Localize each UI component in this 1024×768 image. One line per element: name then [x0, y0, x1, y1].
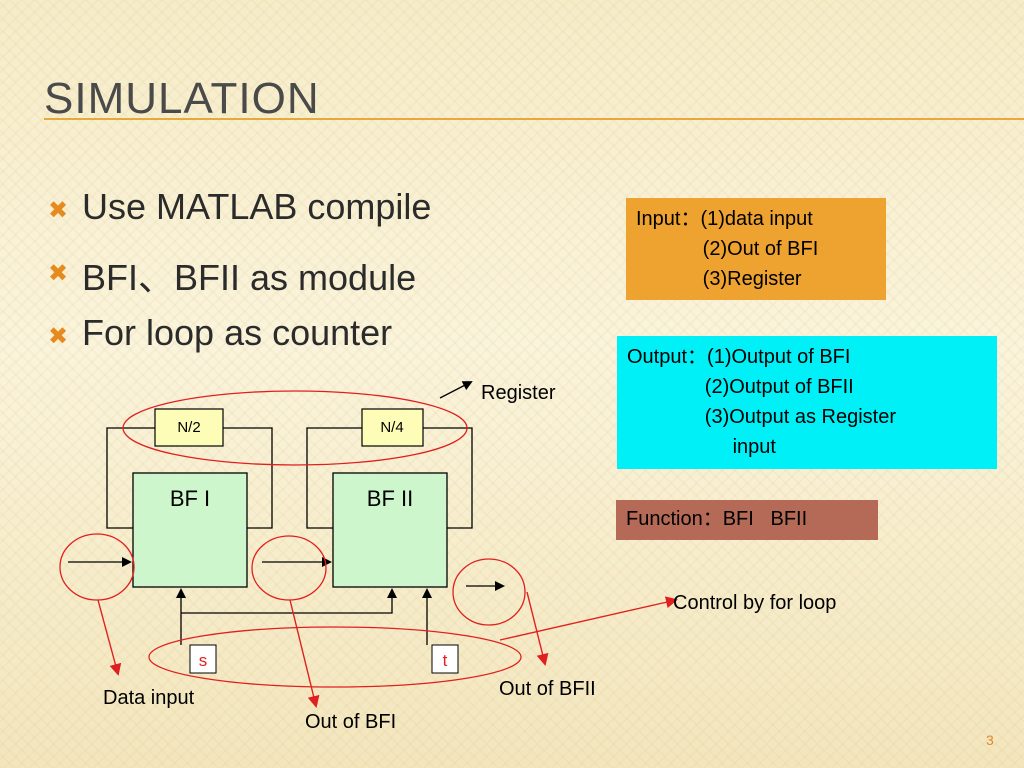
register-n2-label: N/2 — [177, 419, 200, 436]
register-n4-label: N/4 — [380, 419, 403, 436]
out-bfii-callout: Out of BFII — [499, 678, 596, 700]
x-bullet-icon: ✖ — [48, 260, 69, 287]
title-divider — [44, 118, 1024, 120]
bf1-block — [132, 472, 248, 588]
bullet-item: ✖ For loop as counter — [48, 312, 431, 375]
control-lines — [176, 588, 432, 645]
input-description-box: Input：(1)data input (2)Out of BFI (3)Reg… — [626, 198, 886, 300]
x-bullet-icon: ✖ — [48, 197, 69, 224]
annotation-arrows — [97, 591, 678, 708]
x-bullet-icon: ✖ — [48, 323, 69, 350]
bf1-label: BF I — [170, 486, 210, 511]
bf2-block — [332, 472, 448, 588]
bullet-text: For loop as counter — [82, 312, 393, 353]
counter-t — [431, 644, 459, 674]
slide-number: 3 — [986, 732, 994, 748]
annotation-ellipses — [59, 390, 526, 688]
counter-s — [189, 644, 217, 674]
counter-t-label: t — [443, 651, 448, 670]
function-description-box: Function：BFI BFII — [616, 500, 878, 540]
slide-title: SIMULATION — [44, 74, 320, 123]
bullet-list: ✖Use MATLAB compile ✖BFI、BFII as module … — [48, 186, 431, 375]
register-callout-arrow — [439, 381, 473, 399]
bullet-item: ✖ BFI、BFII as module — [48, 249, 431, 312]
data-input-callout: Data input — [103, 687, 195, 709]
bullet-text: Use MATLAB compile — [82, 186, 432, 227]
bullet-text: BFI、BFII as module — [82, 257, 417, 298]
bf2-label: BF II — [367, 486, 413, 511]
output-description-box: Output：(1)Output of BFI (2)Output of BFI… — [617, 336, 997, 469]
out-bfi-callout: Out of BFI — [305, 711, 396, 733]
register-callout: Register — [481, 382, 556, 404]
bullet-item: ✖ Use MATLAB compile — [48, 186, 431, 249]
feedback-loop-bf1 — [106, 427, 273, 529]
register-n4 — [361, 408, 424, 447]
register-n2 — [154, 408, 224, 447]
counter-s-label: s — [199, 651, 208, 670]
control-callout: Control by for loop — [673, 592, 836, 614]
feedback-loop-bf2 — [306, 427, 473, 529]
